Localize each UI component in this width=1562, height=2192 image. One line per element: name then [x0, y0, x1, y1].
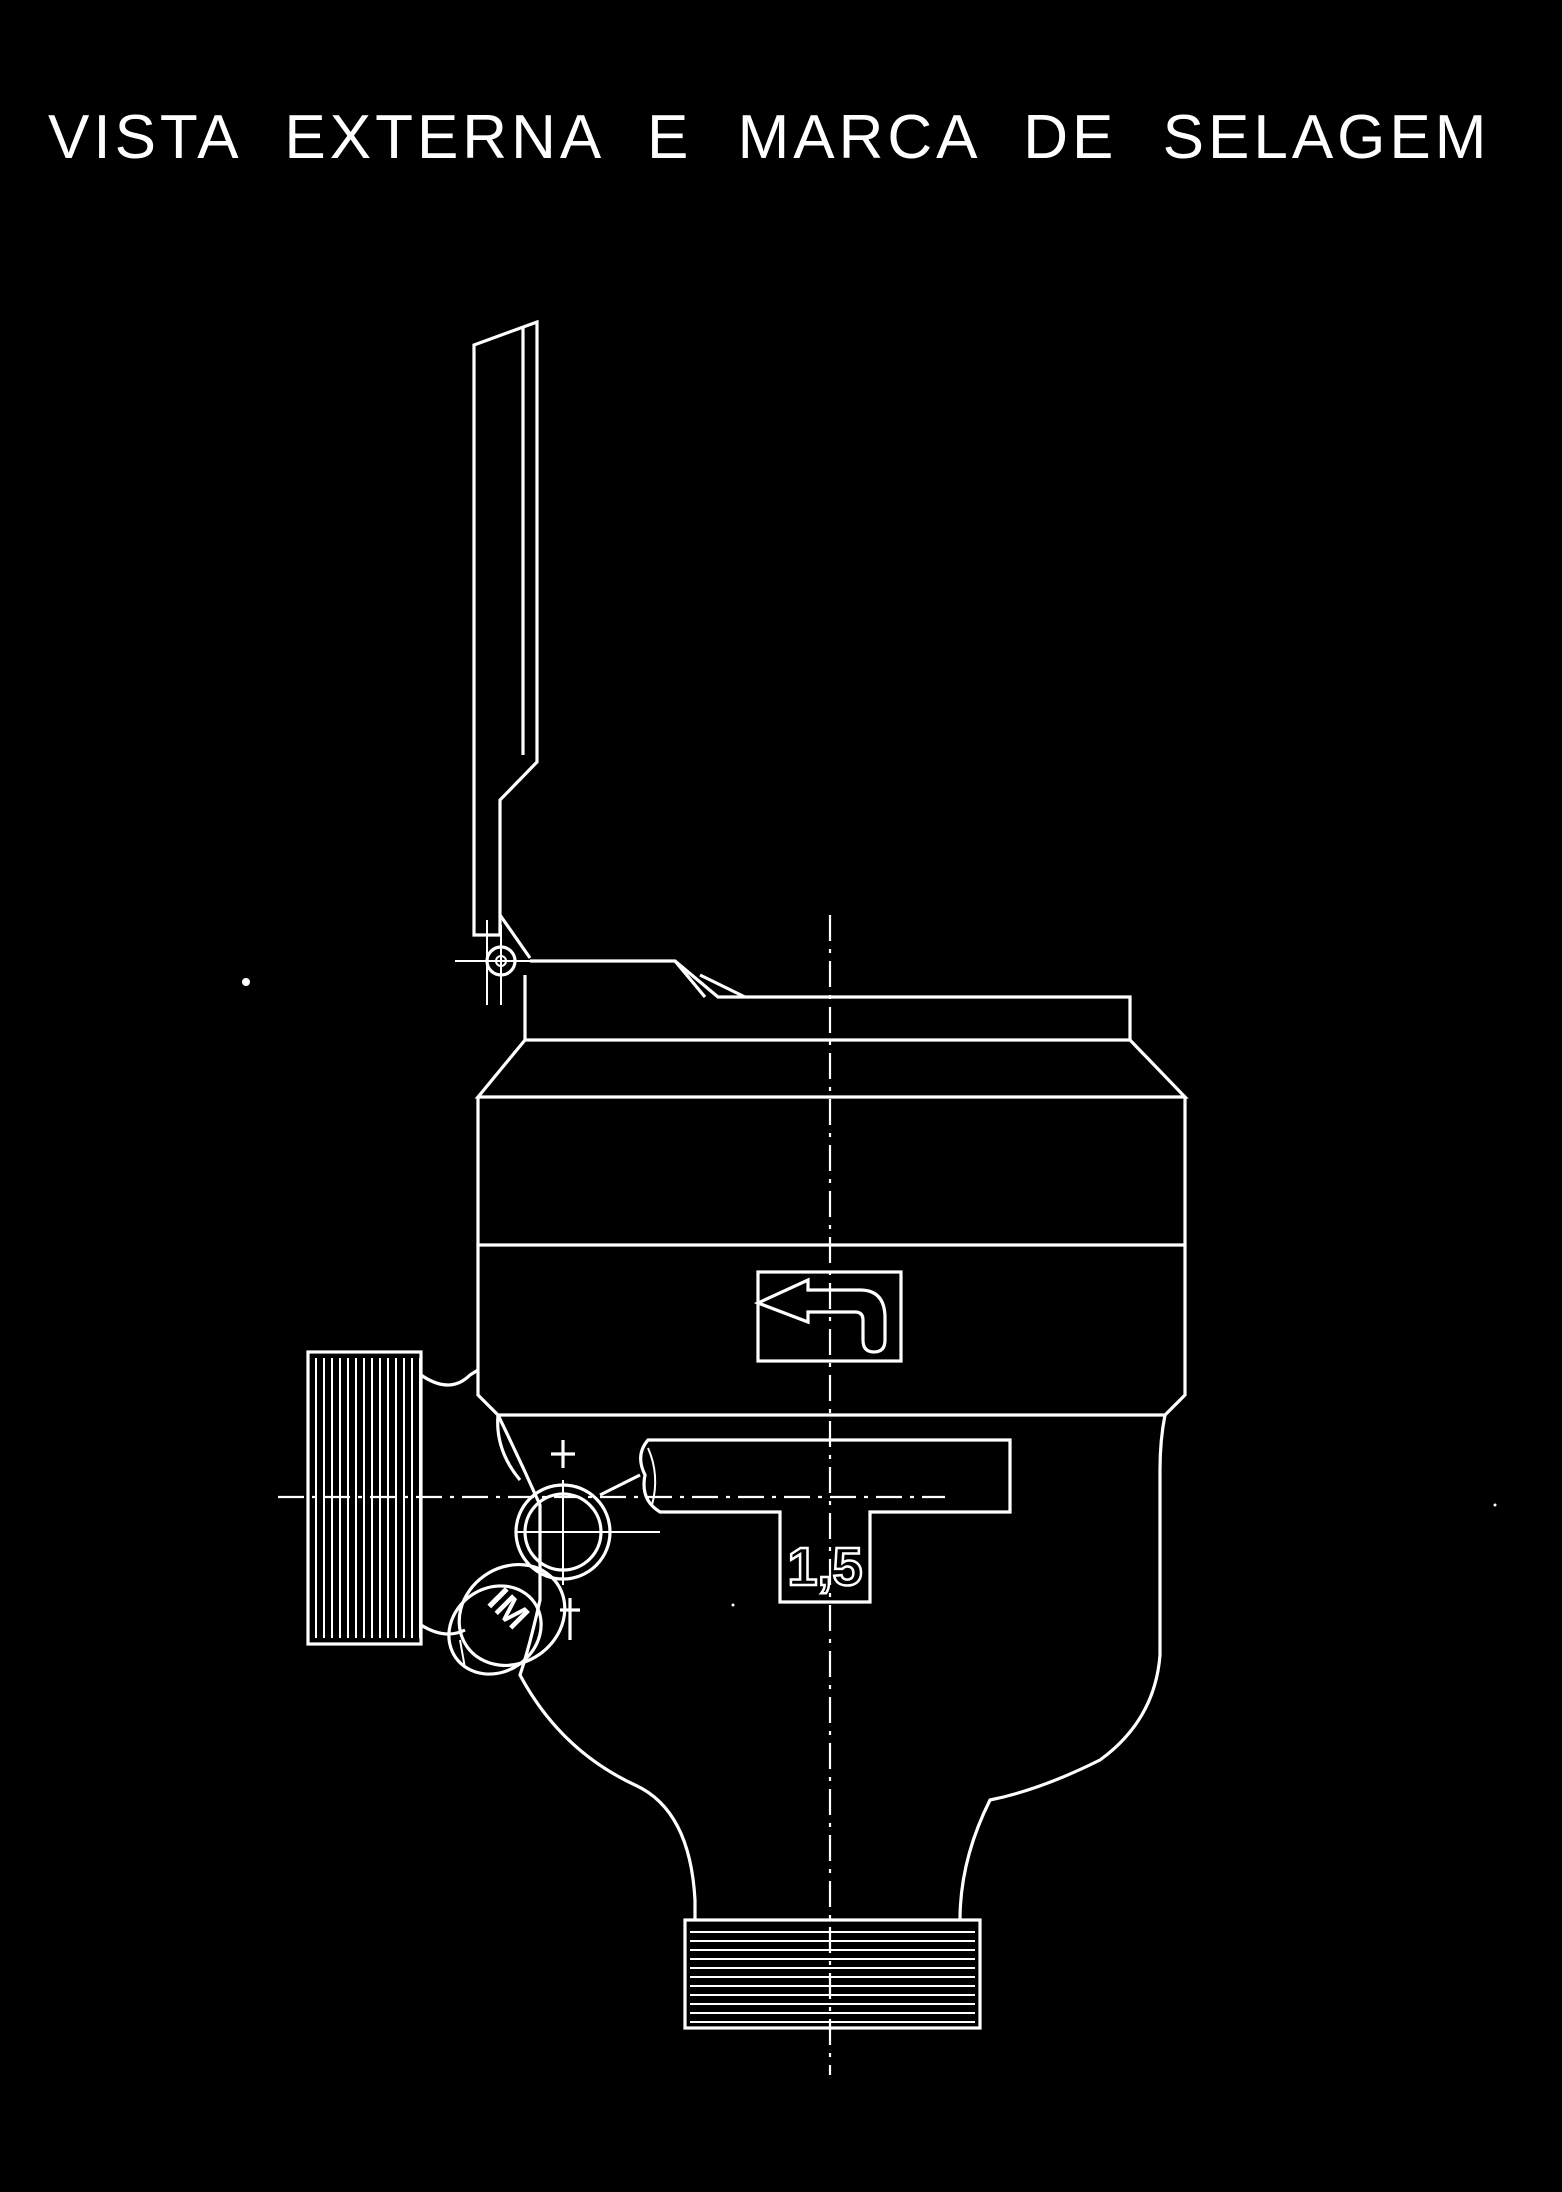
- cover-ring: [474, 959, 1189, 1099]
- register-body: [476, 1097, 1187, 1417]
- im-seal: IM: [447, 1562, 580, 1676]
- class-label: 1,5: [787, 1537, 862, 1597]
- hinge-pin: [455, 925, 540, 1005]
- outlet-thread: [683, 1918, 982, 2030]
- drawing-title: VISTA EXTERNA E MARCA DE SELAGEM: [48, 103, 1491, 172]
- inlet-thread: [306, 1350, 479, 1646]
- meter-lid: [472, 319, 539, 1005]
- seal-pin: [639, 1438, 1012, 1604]
- seal-mark-symbol: [753, 1270, 903, 1363]
- lower-body: [496, 1414, 1167, 1921]
- adjustment-plug: [514, 1440, 660, 1585]
